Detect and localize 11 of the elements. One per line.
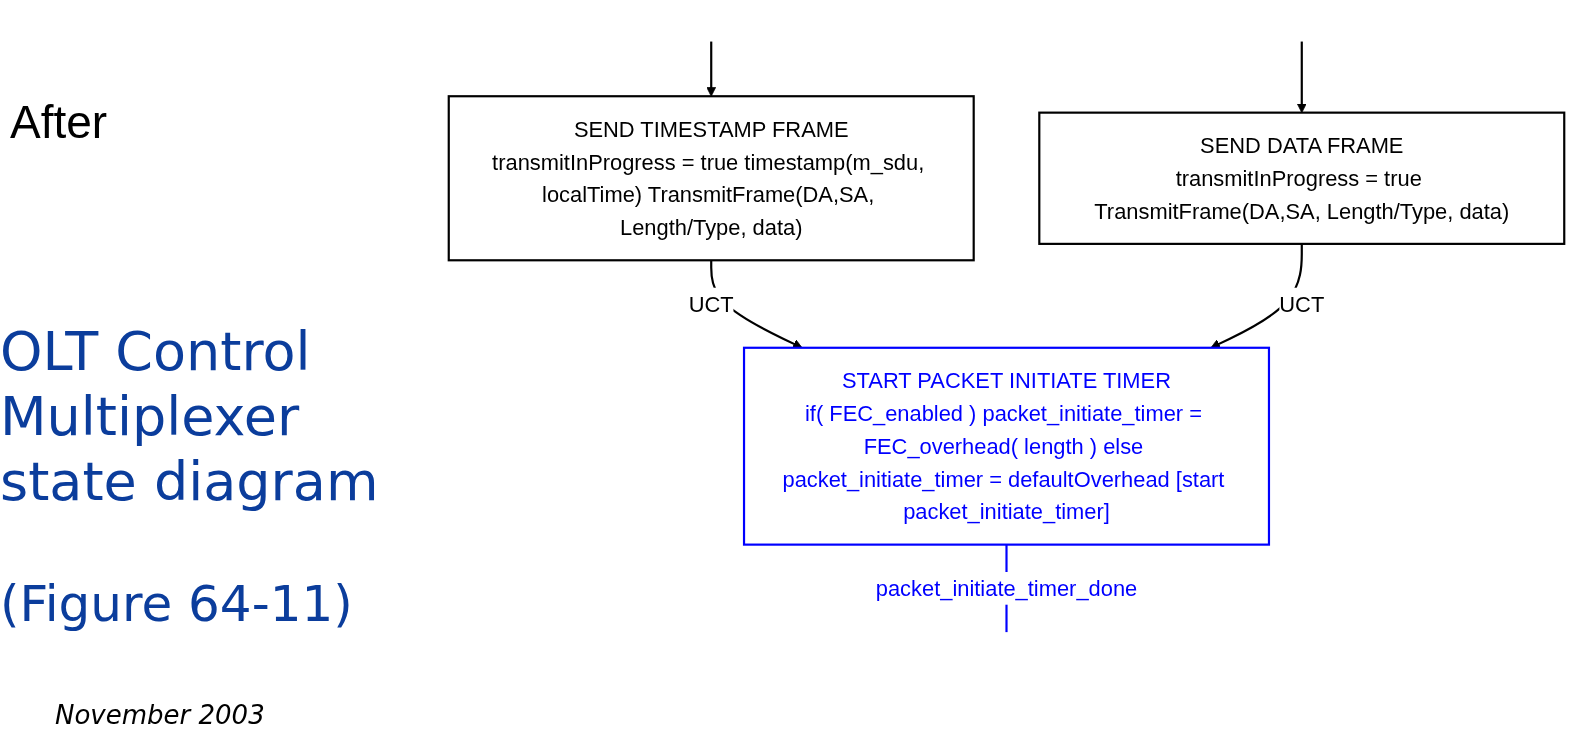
node-box: SEND TIMESTAMP FRAME transmitInProgress = true timestamp(m_sdu, localTime) TransmitFrame(DA,SA, Length/Type, data): [447, 95, 975, 262]
arrow: [706, 41, 717, 97]
figure-reference: (Figure 64-11): [0, 575, 353, 633]
diagram-title: OLT Control Multiplexer state diagram: [0, 320, 380, 515]
edge-label: UCT: [688, 292, 734, 317]
date-text: November 2003: [55, 700, 265, 730]
node-box: START PACKET INITIATE TIMER if( FEC_enabled ) packet_initiate_timer = FEC_overhead( length ) else packet_initiate_timer = defaultOverhead [start packet_initiate_timer]: [742, 346, 1271, 546]
edge-label: packet_initiate_timer_done: [875, 576, 1138, 601]
edge-label: UCT: [1279, 292, 1325, 317]
node-box: SEND DATA FRAME transmitInProgress = true TransmitFrame(DA,SA, Length/Type, data): [1038, 111, 1566, 245]
heading-text: After: [10, 95, 108, 149]
